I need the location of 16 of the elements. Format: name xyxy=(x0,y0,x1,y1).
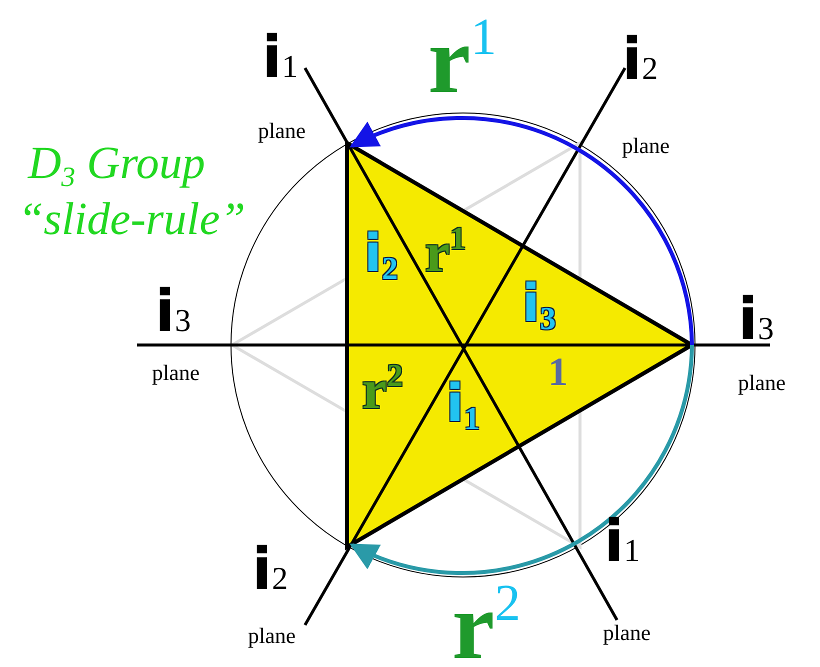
rotation-label: r$^{2}$ xyxy=(452,578,521,667)
rotation-label: r$^{1}$ xyxy=(428,12,497,108)
axis-label: i$_{1}$ xyxy=(446,378,480,430)
group-subtitle: “slide-rule” xyxy=(18,196,246,242)
identity-label: 1 xyxy=(548,352,568,392)
plane-label: plane xyxy=(603,622,651,644)
plane-label: plane xyxy=(738,372,786,394)
plane-label: plane xyxy=(248,625,296,647)
rotation-label: r$^{1}$ xyxy=(425,225,466,281)
plane-label: plane xyxy=(152,362,200,384)
group-title: D$_{3}$ Group xyxy=(28,140,206,186)
plane-label: plane xyxy=(622,135,670,157)
axis-label: i$_{3}$ xyxy=(522,278,556,330)
axis-label: i$_{2}$ xyxy=(364,228,398,280)
plane-label: plane xyxy=(258,120,306,142)
rotation-label: r$^{2}$ xyxy=(362,362,403,418)
